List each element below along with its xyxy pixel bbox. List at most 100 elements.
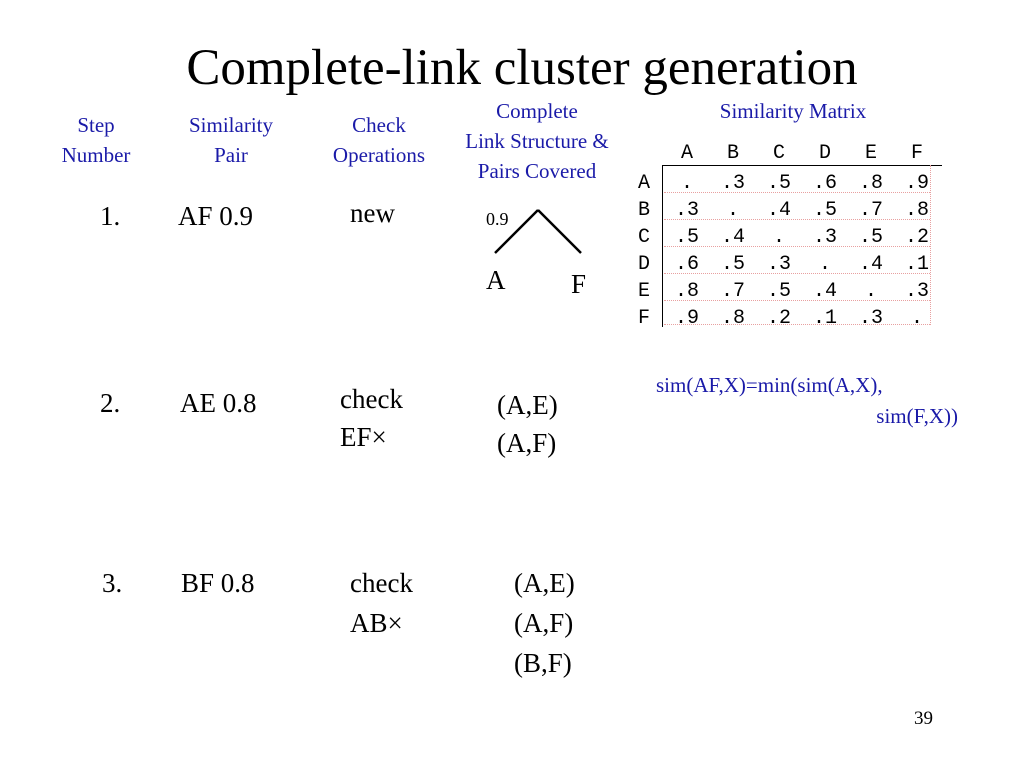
matrix-cell: .8 [674,280,699,303]
matrix-gridline [664,192,930,193]
matrix-col-d: D [818,142,831,165]
formula-line: sim(F,X)) [876,404,958,428]
matrix-row-a: A . .3 .5 .6 .8 .9 [632,170,952,197]
matrix-cell: .1 [812,307,837,330]
matrix-cell: .5 [766,172,791,195]
check-line: check [350,568,413,598]
step-2-check: check EF× [340,380,403,456]
check-line: AB× [350,608,403,638]
tree-weight: 0.9 [486,209,509,229]
covered-pair: (A,F) [514,608,574,638]
header-check-operations: Check Operations [316,110,442,170]
matrix-cell: . [726,199,739,222]
matrix-row-c: C .5 .4 . .3 .5 .2 [632,224,952,251]
header-similarity-pair: Similarity Pair [170,110,292,170]
matrix-row-label: C [637,226,650,249]
matrix-col-e: E [864,142,877,165]
matrix-cell: .7 [720,280,745,303]
matrix-cell: . [818,253,831,276]
matrix-cell: .5 [720,253,745,276]
matrix-cell: .3 [766,253,791,276]
tree-leaf-left: A [486,265,506,295]
covered-pair: (A,E) [514,568,575,598]
matrix-gridline [664,300,930,301]
header-link-structure: Complete Link Structure & Pairs Covered [442,96,632,186]
matrix-gridline [664,324,930,325]
matrix-col-a: A [680,142,693,165]
header-line: Number [61,143,131,167]
tree-left-branch [494,209,539,254]
matrix-cell: .3 [812,226,837,249]
matrix-gridline [664,273,930,274]
matrix-top-rule [662,165,942,166]
matrix-gridline [930,165,931,325]
matrix-col-b: B [726,142,739,165]
step-2-covered: (A,E) (A,F) [497,386,558,462]
header-line: Operations [332,143,426,167]
matrix-row-label: F [637,307,650,330]
tree-right-branch [537,209,582,254]
matrix-col-c: C [772,142,785,165]
matrix-row-e: E .8 .7 .5 .4 . .3 [632,278,952,305]
step-3-check: check AB× [350,563,413,643]
matrix-cell: .7 [858,199,883,222]
matrix-left-rule [662,165,663,327]
matrix-cell: .5 [858,226,883,249]
matrix-cell: .3 [720,172,745,195]
matrix-row-b: B .3 . .4 .5 .7 .8 [632,197,952,224]
tree-leaf-right: F [571,269,587,299]
matrix-cell: .4 [812,280,837,303]
similarity-formula: sim(AF,X)=min(sim(A,X), sim(F,X)) [640,370,970,432]
matrix-cell: .5 [674,226,699,249]
matrix-cell: .6 [812,172,837,195]
matrix-col-f: F [910,142,923,165]
covered-pair: (A,F) [497,428,557,458]
matrix-cell: .9 [674,307,699,330]
matrix-gridline [664,246,930,247]
step-2-pair: AE 0.8 [180,388,257,418]
cluster-tree [494,209,582,254]
header-line: Complete [496,99,578,123]
formula-line: sim(AF,X)=min(sim(A,X), [656,373,883,397]
matrix-cell: .4 [720,226,745,249]
matrix-cell: .1 [904,253,929,276]
matrix-row-label: A [637,172,650,195]
matrix-cell: .8 [904,199,929,222]
matrix-cell: .5 [766,280,791,303]
matrix-cell: .3 [904,280,929,303]
check-line: check [340,384,403,414]
matrix-cell: .8 [858,172,883,195]
step-3-pair: BF 0.8 [181,568,255,598]
step-2-number: 2. [100,388,121,418]
matrix-header-row: A B C D E F [632,140,952,167]
matrix-cell: .4 [858,253,883,276]
matrix-cell: .8 [720,307,745,330]
matrix-cell: . [680,172,693,195]
matrix-cell: .3 [674,199,699,222]
step-1-check: new [350,198,395,228]
header-line: Step [77,113,115,137]
header-line: Pair [214,143,248,167]
matrix-cell: . [864,280,877,303]
step-1-pair: AF 0.9 [178,201,254,231]
covered-pair: (B,F) [514,648,572,678]
step-3-covered: (A,E) (A,F) (B,F) [514,563,575,683]
check-line: EF× [340,422,387,452]
header-line: Link Structure & [465,129,609,153]
matrix-gridline [664,219,930,220]
matrix-cell: .4 [766,199,791,222]
header-step-number: Step Number [40,110,152,170]
matrix-row-d: D .6 .5 .3 . .4 .1 [632,251,952,278]
matrix-row-f: F .9 .8 .2 .1 .3 . [632,305,952,332]
page-number: 39 [914,708,933,729]
matrix-cell: .2 [904,226,929,249]
matrix-cell: .3 [858,307,883,330]
matrix-cell: .9 [904,172,929,195]
matrix-cell: .6 [674,253,699,276]
slide-title: Complete-link cluster generation [186,40,858,96]
matrix-cell: . [772,226,785,249]
matrix-row-label: B [637,199,650,222]
matrix-cell: . [910,307,923,330]
matrix-row-label: E [637,280,650,303]
covered-pair: (A,E) [497,390,558,420]
